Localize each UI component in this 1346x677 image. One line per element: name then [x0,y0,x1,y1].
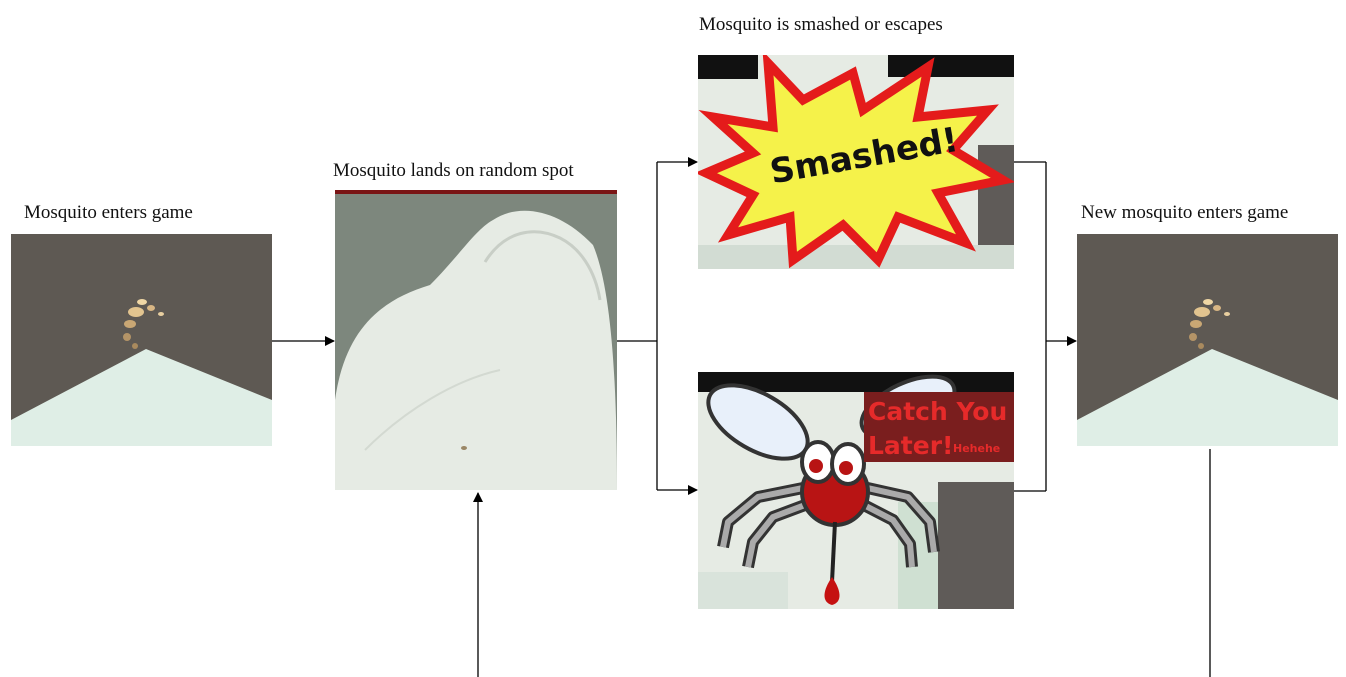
flow-connectors [0,0,1346,677]
